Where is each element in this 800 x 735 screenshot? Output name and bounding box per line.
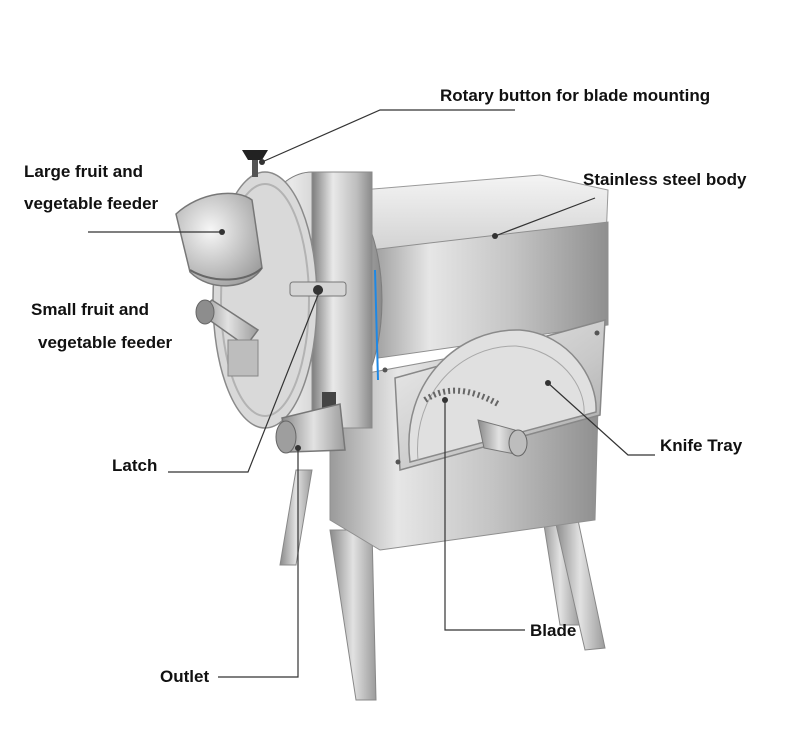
label-blade: Blade — [530, 621, 577, 640]
dot-latch — [317, 287, 323, 293]
leader-knife-tray — [547, 382, 655, 456]
blade-scale — [423, 387, 500, 407]
dot-large-feeder — [219, 229, 225, 235]
leader-rotary — [261, 109, 515, 163]
label-latch: Latch — [112, 456, 158, 475]
dot-knife-tray — [545, 380, 551, 386]
dot-rotary — [259, 159, 265, 165]
label-large-feeder-line1: Large fruit and — [24, 162, 144, 181]
blue-accent-strip — [374, 269, 379, 381]
front-left-leg — [329, 529, 377, 701]
dot-stainless — [492, 233, 498, 239]
label-knife-tray: Knife Tray — [660, 436, 743, 455]
dot-outlet — [295, 445, 301, 451]
leader-latch — [168, 289, 321, 473]
leader-blade — [444, 400, 525, 631]
label-stainless-body: Stainless steel body — [583, 170, 747, 189]
label-small-feeder-line1: Small fruit and — [31, 300, 150, 319]
drum-front-rim — [220, 183, 310, 417]
label-large-feeder-line2: vegetable feeder — [24, 194, 159, 213]
rotary-knob — [242, 150, 268, 160]
knob-stem — [252, 155, 258, 177]
label-small-feeder-line2: vegetable feeder — [38, 333, 173, 352]
knife-tray-disc — [408, 329, 597, 463]
label-outlet: Outlet — [160, 667, 210, 686]
leader-outlet — [218, 448, 299, 678]
leader-lines — [88, 109, 655, 678]
leader-stainless — [494, 197, 596, 237]
dot-blade — [442, 397, 448, 403]
label-rotary-button: Rotary button for blade mounting — [440, 86, 711, 105]
large-feeder-bowl — [175, 192, 263, 287]
rear-left-leg — [279, 469, 313, 566]
small-feeder-mount — [227, 339, 259, 377]
drum-side — [311, 171, 373, 429]
